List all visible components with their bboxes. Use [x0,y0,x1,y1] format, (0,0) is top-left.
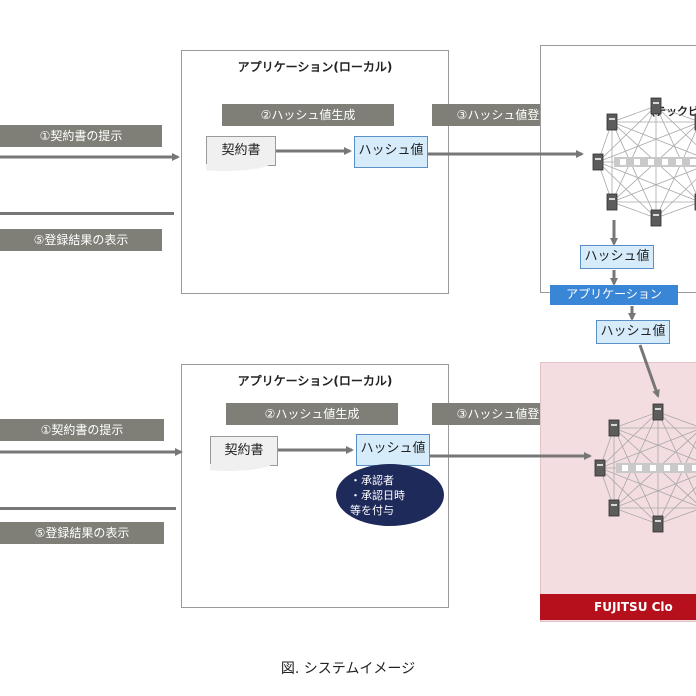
top-step5-label: ⑤登録結果の表示 [0,229,162,251]
server-node-slot [655,408,661,410]
bridge-hash-lower: ハッシュ値 [596,320,670,344]
top-app-title: アプリケーション(ローカル) [237,60,393,74]
server-node-slot [655,520,661,522]
network-link [657,486,696,525]
top-step2-label: ②ハッシュ値生成 [222,104,394,126]
network-link [655,105,696,121]
server-node-icon [608,419,620,437]
network-link [655,105,696,146]
network-link [655,129,696,219]
top-hash-value: ハッシュ値 [354,136,428,168]
chain-block [678,465,684,471]
network-link [611,201,657,219]
network-link [611,168,696,203]
network-link [597,161,657,219]
server-node-icon [608,499,620,517]
server-node-icon [594,459,606,477]
server-node-slot [609,198,615,200]
network-link [657,411,696,450]
network-link [655,178,696,219]
server-node-slot [653,102,659,104]
network-link [613,411,659,509]
top-blockchain-network [592,97,696,227]
network-link [611,105,657,203]
bottom-cloud-box [540,362,696,622]
bridge-application-bar: アプリケーション [550,285,678,305]
network-link [613,411,659,429]
network-link [657,411,696,496]
network-link [655,105,696,195]
server-node-icon [592,153,604,171]
fujitsu-cloud-bar: FUJITSU Clo [540,594,696,620]
chain-block [664,465,670,471]
network-link [657,440,696,525]
server-node-slot [609,118,615,120]
top-result-line [0,212,174,215]
top-app-box [181,50,449,294]
chain-block [620,159,626,165]
network-link [613,427,696,461]
approval-info-oval: ・承認者 ・承認日時 等を付与 [336,464,444,526]
network-link [597,123,696,163]
chain-band [614,157,696,167]
approval-item-etc: 等を付与 [350,503,394,517]
approval-item-approver: ・承認者 [350,473,394,487]
bottom-step1-label: ①契約書の提示 [0,419,164,441]
network-link [597,161,696,201]
network-link [599,429,696,469]
chain-block [662,159,668,165]
chain-block [622,465,628,471]
network-link [655,203,696,219]
bottom-app-title: アプリケーション(ローカル) [237,374,393,388]
chain-block [676,159,682,165]
bridge-arrow-to-cloud [638,344,660,398]
bottom-result-line [0,507,176,510]
network-link [599,467,659,525]
network-link [657,411,696,427]
chain-block [650,465,656,471]
network-link [613,507,659,525]
top-step1-label: ①契約書の提示 [0,125,162,147]
chain-block [636,465,642,471]
approval-item-datetime: ・承認日時 [350,488,405,502]
chain-block [692,465,696,471]
server-node-icon [652,403,664,421]
chain-block [690,159,696,165]
network-link [611,121,696,156]
bottom-step2-label: ②ハッシュ値生成 [226,403,398,425]
top-contract-doc: 契約書 [206,136,276,172]
server-node-slot [611,424,617,426]
server-node-slot [595,158,601,160]
server-node-slot [597,464,603,466]
server-node-icon [606,193,618,211]
network-link [599,411,659,469]
figure-caption: 図. システムイメージ [280,661,416,677]
server-node-icon [650,97,662,115]
network-link [599,467,696,507]
network-link [657,509,696,525]
chain-block [634,159,640,165]
network-link [597,105,657,163]
server-node-slot [611,504,617,506]
bottom-step5-label: ⑤登録結果の表示 [0,522,164,544]
server-node-icon [650,209,662,227]
chain-block [648,159,654,165]
network-link [613,475,696,509]
bottom-contract-doc: 契約書 [210,436,278,472]
server-node-icon [606,113,618,131]
server-node-icon [652,515,664,533]
network-link [611,105,657,123]
server-node-slot [653,214,659,216]
bottom-blockchain-network [594,403,696,533]
